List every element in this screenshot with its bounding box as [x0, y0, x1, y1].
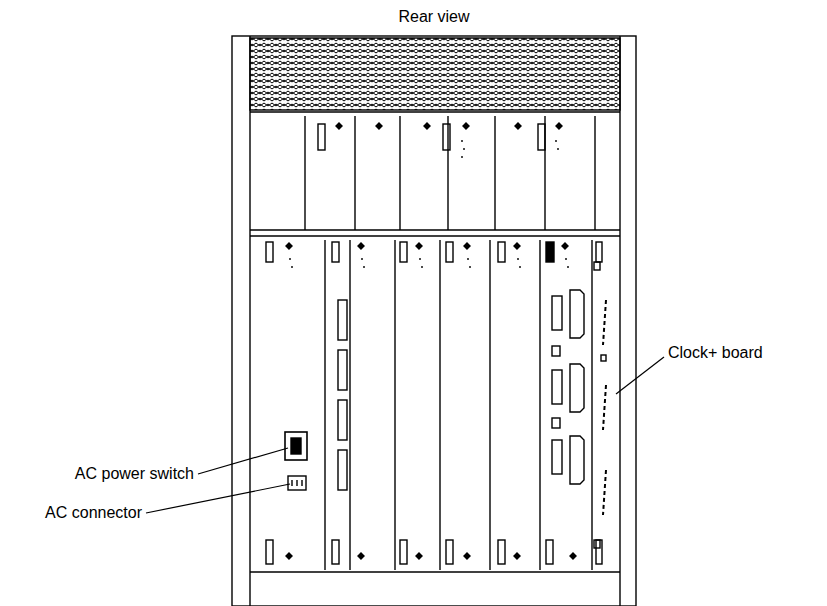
chassis-frame: [232, 36, 636, 606]
leader-lines: [146, 357, 664, 513]
upper-boards: [305, 116, 595, 230]
lower-boards: [250, 240, 620, 572]
view-title: Rear view: [398, 8, 469, 26]
callout-label: AC power switch: [75, 465, 194, 483]
callout-label: Clock+ board: [668, 344, 763, 362]
callout-label: AC connector: [45, 504, 142, 522]
fan-grille: [250, 38, 620, 110]
